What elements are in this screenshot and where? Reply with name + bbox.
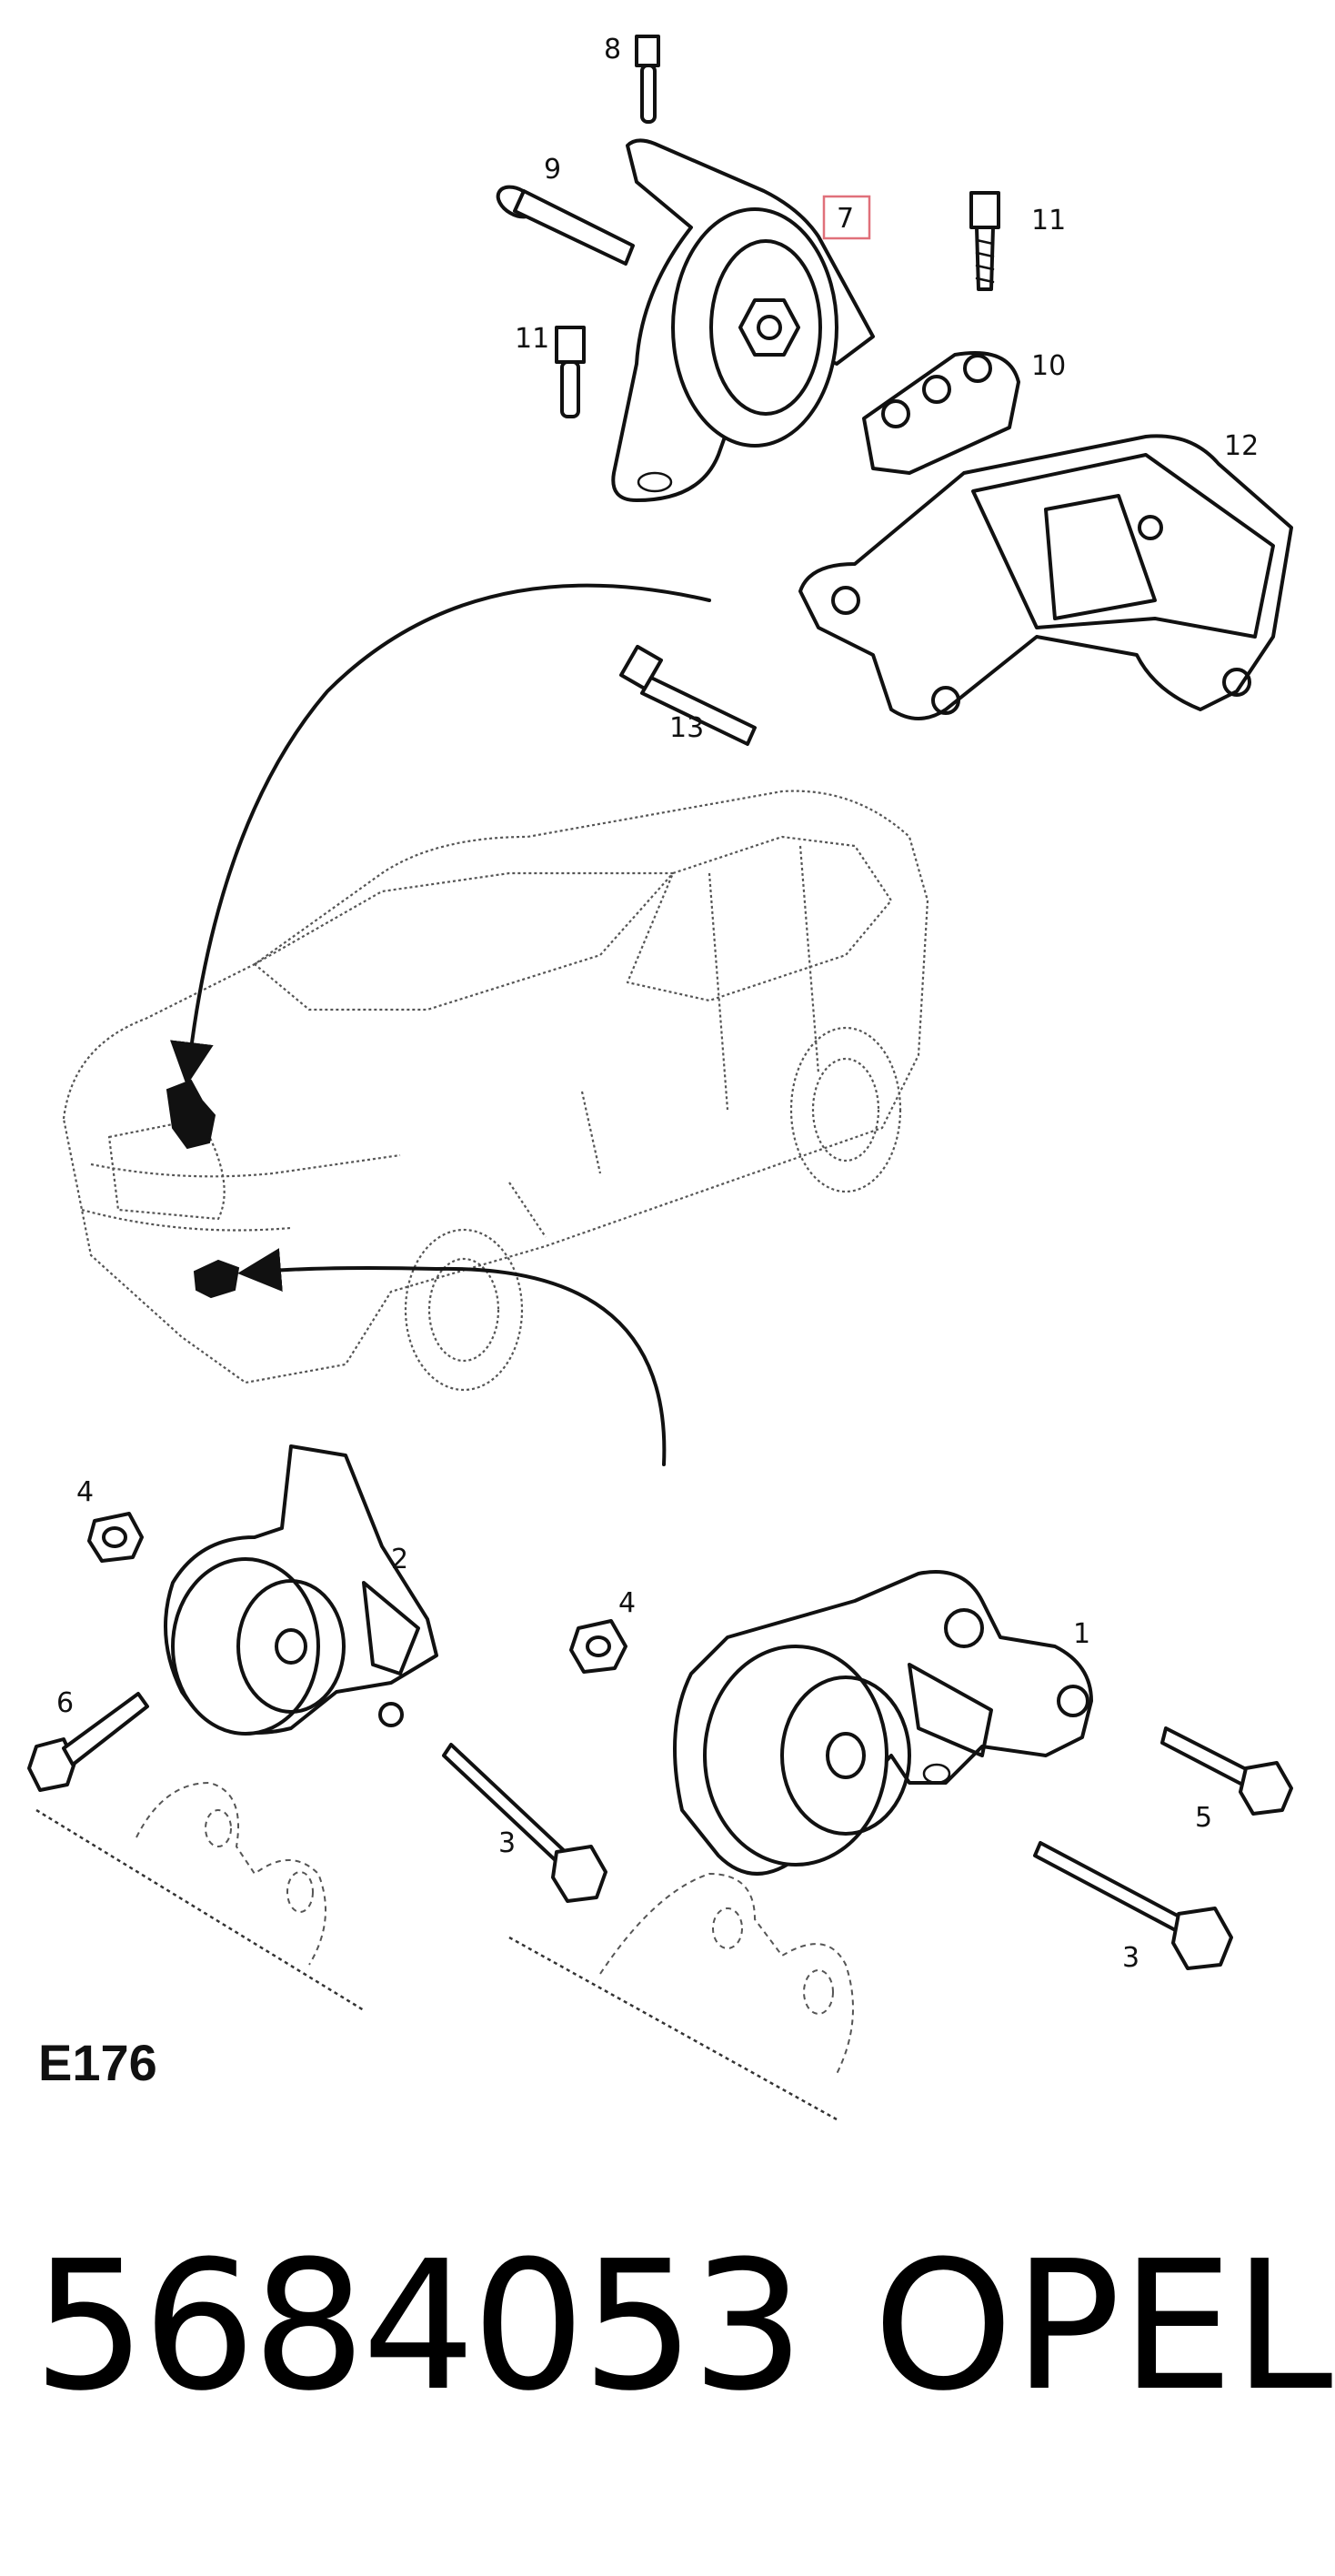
callout-5: 5 [1195, 1802, 1212, 1834]
bracket-right-dashed [508, 1872, 854, 2121]
part-number: 5684053 [33, 2223, 805, 2430]
callout-8: 8 [604, 34, 621, 65]
callout-3-left: 3 [498, 1827, 516, 1859]
callout-4-left: 4 [76, 1476, 94, 1508]
callout-13: 13 [669, 712, 704, 744]
bracket-12 [798, 434, 1293, 720]
callout-1: 1 [1073, 1618, 1090, 1650]
bolt-5 [1160, 1726, 1293, 1816]
callout-12: 12 [1224, 430, 1259, 462]
car-illustration [62, 790, 929, 1392]
callout-9: 9 [544, 154, 561, 186]
callout-6: 6 [56, 1687, 74, 1719]
callout-10: 10 [1031, 350, 1066, 382]
callout-7: 7 [837, 203, 854, 235]
callout-7-highlight-box [822, 195, 871, 240]
nut-4-left [87, 1512, 144, 1563]
bolt-8 [635, 35, 660, 124]
callout-2: 2 [391, 1544, 408, 1575]
diagram-code: E176 [38, 2034, 157, 2091]
bolt-6 [27, 1692, 149, 1792]
spacer-10 [862, 351, 1020, 475]
bolt-3-left [442, 1743, 607, 1903]
callout-11-right: 11 [1031, 205, 1066, 236]
nut-4-right [569, 1619, 627, 1674]
brand-name: OPEL [873, 2223, 1333, 2430]
upper-engine-mount [611, 138, 875, 502]
bolt-13 [619, 644, 757, 746]
bolt-11-upper-right [969, 191, 1000, 291]
callout-3-right: 3 [1122, 1942, 1139, 1974]
arrow-lower-mount [237, 1248, 667, 1466]
arrow-upper-mount [169, 583, 711, 1086]
mount-1 [673, 1570, 1093, 1876]
callout-4-right: 4 [618, 1587, 636, 1619]
bracket-left-dashed [35, 1781, 365, 2012]
bolt-3-right [1033, 1841, 1233, 1970]
callout-11-left: 11 [515, 323, 549, 355]
bolt-9 [496, 185, 635, 266]
mount-2 [164, 1444, 438, 1736]
bolt-11-upper-left [555, 326, 586, 418]
